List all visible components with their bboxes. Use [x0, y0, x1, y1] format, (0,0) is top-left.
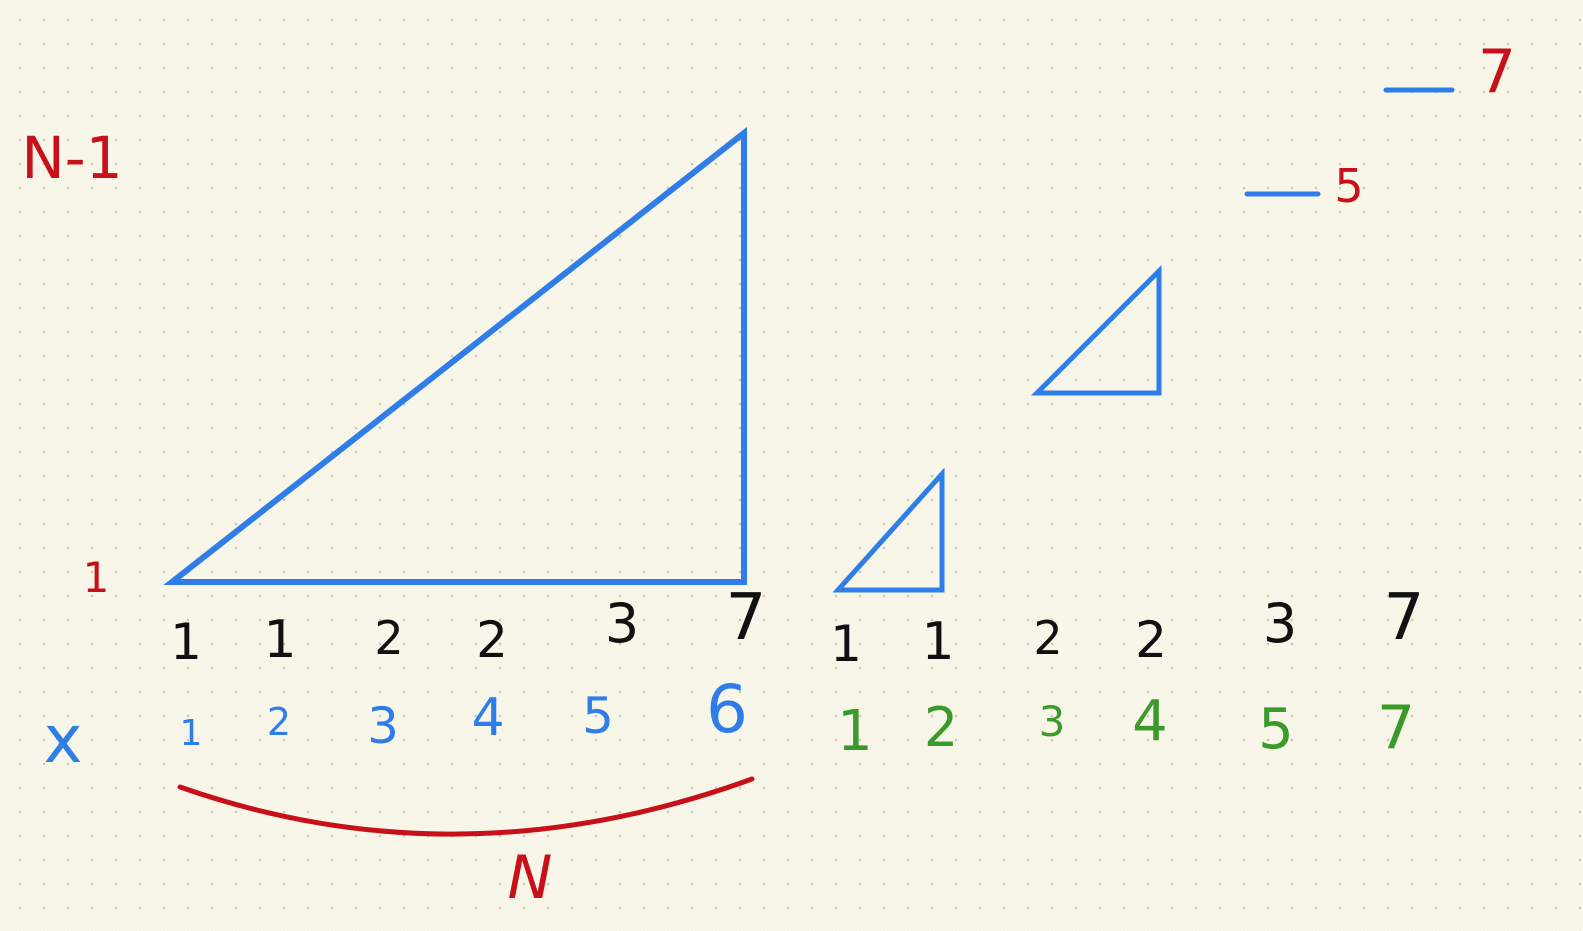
- left-value: 1: [170, 613, 202, 671]
- left-value: 3: [604, 592, 640, 655]
- n-brace-arc: [177, 776, 755, 837]
- left-index: 2: [266, 700, 292, 744]
- right-value: 2: [1033, 611, 1063, 665]
- right-index: 4: [1132, 689, 1168, 754]
- label-x: x: [43, 701, 83, 778]
- label-one: 1: [82, 553, 110, 602]
- small-triangle-upper: [1030, 264, 1162, 396]
- left-value: 2: [476, 611, 508, 669]
- left-index: 5: [582, 687, 614, 745]
- label-five-top: 5: [1334, 159, 1364, 213]
- left-value: 7: [725, 581, 767, 655]
- left-index: 1: [179, 713, 203, 754]
- label-n: N: [507, 843, 553, 913]
- large-triangle: [163, 126, 747, 585]
- right-index: 5: [1258, 697, 1294, 762]
- left-value: 2: [374, 611, 404, 665]
- right-index: 1: [837, 699, 873, 764]
- left-index: 4: [471, 688, 505, 748]
- small-triangle-lower: [832, 467, 945, 593]
- right-value: 1: [830, 615, 862, 673]
- right-value: 1: [921, 612, 955, 672]
- left-index: 3: [367, 697, 399, 755]
- left-value: 1: [263, 610, 297, 670]
- label-seven-top: 7: [1477, 37, 1517, 107]
- left-index: 6: [706, 671, 748, 748]
- right-index: 7: [1376, 693, 1416, 763]
- right-value: 3: [1262, 592, 1298, 655]
- right-value: 7: [1383, 581, 1425, 655]
- label-n-minus-1: N-1: [21, 124, 123, 192]
- right-value: 2: [1135, 611, 1167, 669]
- right-index: 2: [923, 696, 959, 759]
- right-index: 3: [1038, 697, 1066, 746]
